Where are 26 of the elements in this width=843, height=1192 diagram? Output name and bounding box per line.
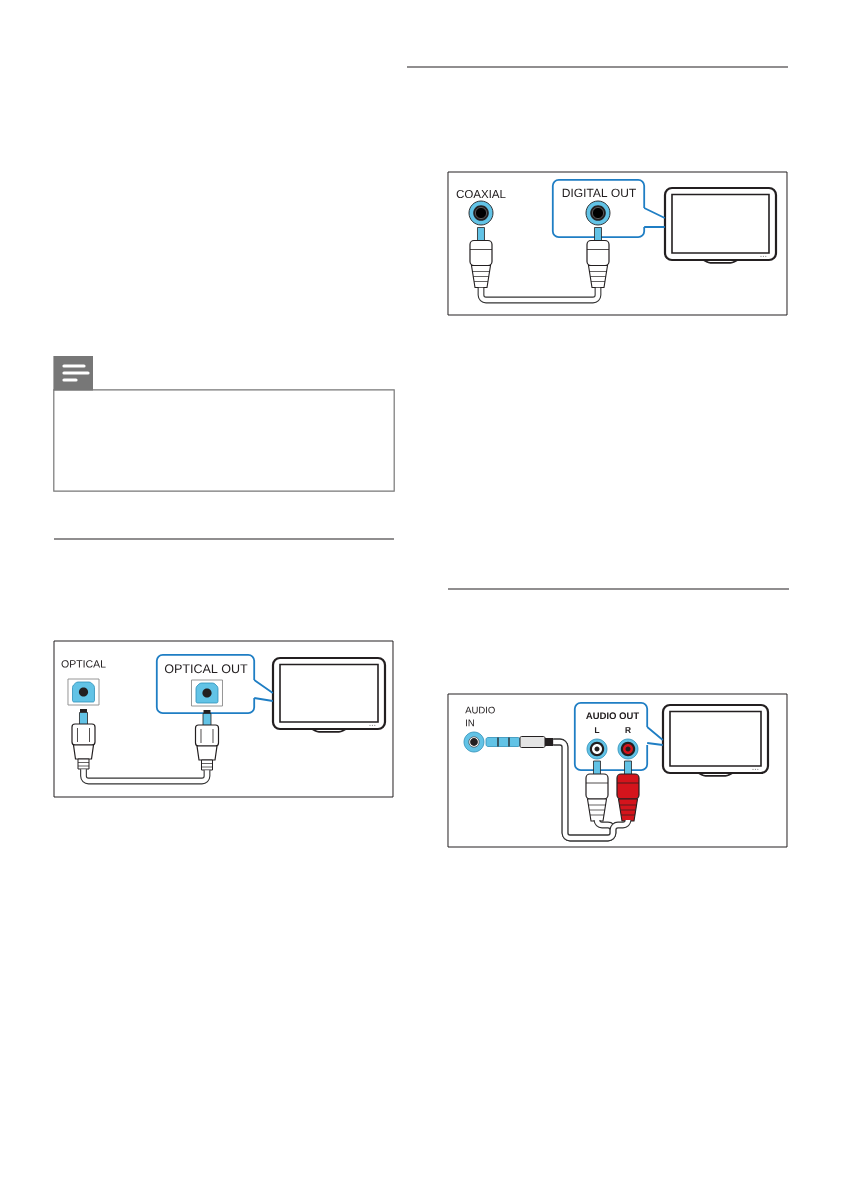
rca-plug (586, 227, 610, 289)
callout-box: DIGITAL OUT (551, 178, 646, 239)
port-label: OPTICAL (61, 660, 106, 668)
audio-plug (485, 736, 553, 748)
callout-pointer (253, 679, 274, 702)
cable (553, 738, 632, 842)
channel-label: L (594, 727, 600, 733)
cable (477, 287, 602, 304)
optical-socket (191, 679, 223, 707)
callout-pointer (643, 207, 666, 228)
port-label: COAXIAL (456, 190, 506, 199)
optical-plug (194, 710, 220, 771)
rca-plug (469, 227, 493, 289)
note-box (53, 389, 395, 492)
rca-plug (616, 760, 640, 822)
tv-set (271, 656, 387, 733)
tv-set (661, 703, 770, 777)
callout-pointer (646, 726, 664, 746)
coaxial-socket (585, 200, 611, 226)
channel-label: R (625, 727, 631, 733)
tv-set (663, 186, 778, 264)
port-label: AUDIO IN (465, 706, 495, 727)
callout-box: OPTICAL OUT (155, 653, 256, 715)
rca-plug (585, 760, 609, 822)
optical-plug (71, 709, 96, 770)
cable (80, 769, 211, 785)
